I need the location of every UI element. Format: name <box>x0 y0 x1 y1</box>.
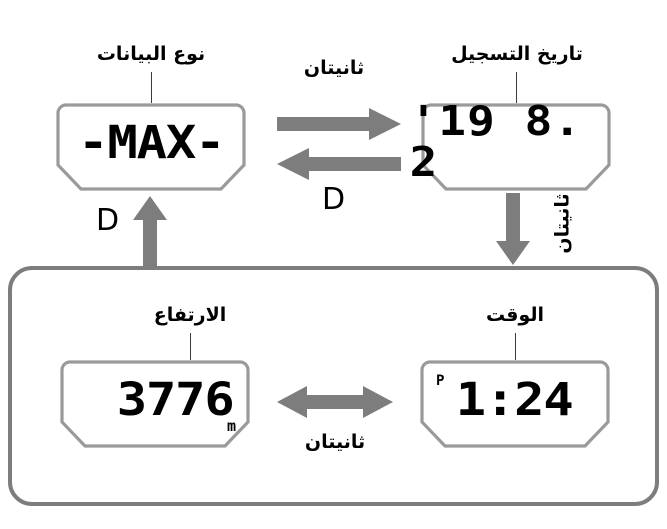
top-transition-seconds-label: ثانيتان <box>303 57 365 79</box>
display-bezel <box>421 103 611 191</box>
arrow-left-top <box>277 148 401 180</box>
time-leader-line <box>515 333 516 369</box>
altitude-leader-line <box>190 333 191 369</box>
data-type-value: -MAX- <box>77 115 225 169</box>
time-value: 1:24 <box>456 372 574 426</box>
time-display: P 1:24 <box>420 360 610 448</box>
altitude-display: 3776 m <box>60 360 250 448</box>
altitude-value: 3776 <box>116 372 234 426</box>
altitude-label: الارتفاع <box>153 304 227 326</box>
record-date-display: '19 8. 2 <box>410 101 611 191</box>
display-bezel <box>56 103 246 191</box>
record-date-value: '19 8. 2 <box>409 97 583 186</box>
arrow-bidirectional-bottom <box>277 386 393 418</box>
display-bezel <box>60 360 250 448</box>
record-date-screen: '19 8. 2 <box>410 101 611 191</box>
left-transition-d-label: D <box>96 203 120 238</box>
data-type-display: -MAX- <box>56 103 246 191</box>
time-label: الوقت <box>485 304 545 326</box>
arrow-right-top <box>277 108 401 140</box>
top-transition-d-label: D <box>322 182 346 217</box>
record-date-leader-line <box>516 72 517 108</box>
data-type-leader-line <box>151 72 152 108</box>
data-type-screen: -MAX- <box>56 103 246 191</box>
arrow-up-left <box>133 196 167 268</box>
altitude-unit: m <box>226 417 236 435</box>
arrow-down-right <box>496 193 530 265</box>
record-date-label: تاريخ التسجيل <box>451 43 583 65</box>
time-meridiem-flag: P <box>436 373 445 389</box>
altitude-screen: 3776 m <box>60 360 250 448</box>
display-bezel <box>420 360 610 448</box>
right-transition-seconds-label: ثانيتان <box>551 193 574 254</box>
time-screen: P 1:24 <box>420 360 610 448</box>
bottom-transition-seconds-label: ثانيتان <box>304 431 366 453</box>
data-type-label: نوع البيانات <box>96 43 206 65</box>
